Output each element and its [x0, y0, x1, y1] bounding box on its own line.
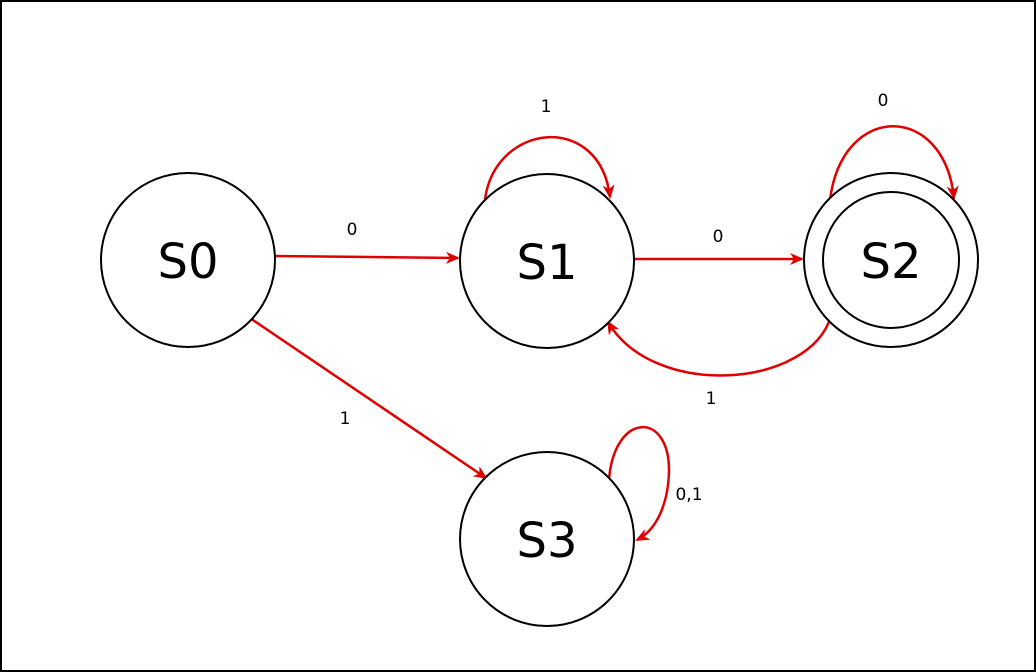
- transition-label-s2-s1: 1: [706, 389, 717, 409]
- transition-label-s0-s1: 0: [347, 220, 358, 240]
- transition-s1-s1: [483, 135, 615, 200]
- transition-label-s1-s2: 0: [713, 227, 724, 247]
- state-s1-label: S1: [516, 235, 577, 291]
- transition-s2-s1: [606, 315, 833, 377]
- state-s3-label: S3: [516, 513, 577, 569]
- transition-s0-s1: [273, 251, 460, 264]
- transition-label-s0-s3: 1: [340, 409, 351, 429]
- transition-label-s2-s2: 0: [878, 91, 889, 111]
- state-s0-circle: [100, 172, 276, 348]
- transition-label-s3-s3: 0,1: [675, 485, 702, 505]
- transition-s0-s3: [249, 316, 488, 480]
- state-s2-accepting-ring: [822, 191, 960, 329]
- state-s0: S0: [100, 172, 276, 348]
- state-s2-label: S2: [860, 234, 921, 290]
- state-s1: S1: [459, 173, 635, 349]
- state-s0-label: S0: [157, 234, 218, 290]
- transition-label-s1-s1: 1: [541, 97, 552, 117]
- state-s2: S2: [803, 172, 979, 348]
- transition-s2-s2: [828, 125, 959, 201]
- transition-s3-s3: [607, 426, 671, 542]
- state-s1-circle: [459, 173, 635, 349]
- state-s3: S3: [459, 451, 635, 627]
- state-s3-circle: [459, 451, 635, 627]
